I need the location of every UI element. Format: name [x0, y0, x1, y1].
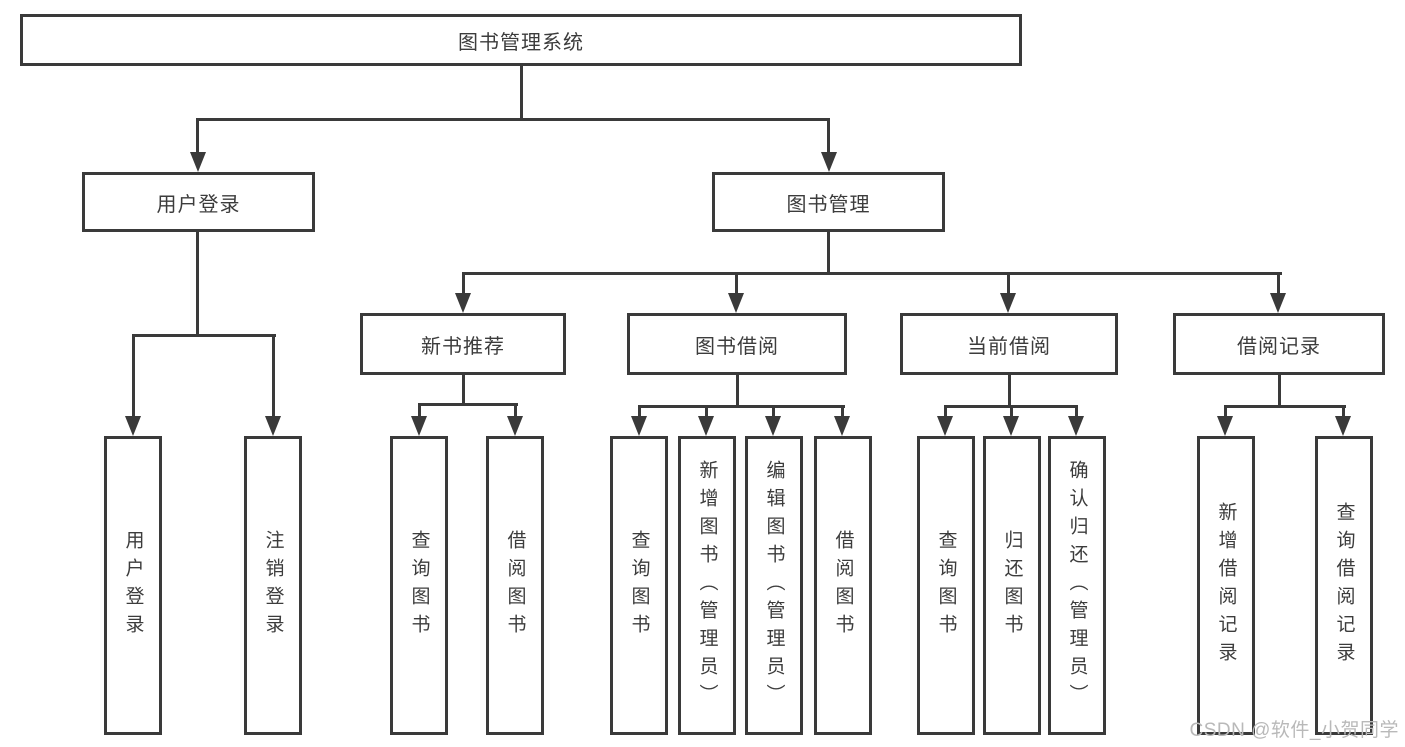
- leaf-label: 新增图书（管理员）: [696, 459, 718, 712]
- connector-recommend-rail: [418, 403, 518, 406]
- connector-to-leaf-logout: [272, 334, 275, 418]
- connector-to-record: [1277, 272, 1280, 295]
- node-borrow-record: 借阅记录: [1173, 313, 1385, 375]
- connector-leaf-stub: [772, 405, 775, 417]
- arrow-down-icon: [821, 152, 837, 172]
- node-library-system-label: 图书管理系统: [458, 31, 584, 54]
- arrow-down-icon: [698, 416, 714, 436]
- arrow-down-icon: [834, 416, 850, 436]
- arrow-down-icon: [728, 293, 744, 313]
- node-book-management-label: 图书管理: [786, 193, 871, 216]
- connector-leaf-stub: [841, 405, 844, 417]
- leaf-logout-label: 注销登录: [262, 529, 284, 642]
- leaf-logout: 注销登录: [244, 436, 302, 735]
- leaf-user-login-label: 用户登录: [122, 529, 144, 642]
- leaf-label: 归还图书: [1001, 529, 1023, 642]
- leaf-label: 查询图书: [628, 529, 650, 642]
- node-new-book-recommend: 新书推荐: [360, 313, 566, 375]
- connector-leaf-stub: [514, 403, 517, 417]
- leaf-label: 查询图书: [408, 529, 430, 642]
- connector-to-book-mgmt: [827, 118, 830, 154]
- connector-leaf-stub: [1224, 405, 1227, 417]
- leaf-edit-book-admin: 编辑图书（管理员）: [745, 436, 803, 735]
- node-new-book-recommend-label: 新书推荐: [421, 335, 505, 358]
- arrow-down-icon: [937, 416, 953, 436]
- connector-leaf-stub: [944, 405, 947, 417]
- leaf-user-login: 用户登录: [104, 436, 162, 735]
- arrow-down-icon: [507, 416, 523, 436]
- connector-mgmt-rail: [462, 272, 1282, 275]
- node-current-borrow-label: 当前借阅: [967, 335, 1051, 358]
- arrow-down-icon: [1217, 416, 1233, 436]
- leaf-query-book-current: 查询图书: [917, 436, 975, 735]
- connector-to-user-login: [196, 118, 199, 154]
- arrow-down-icon: [1335, 416, 1351, 436]
- connector-leaf-stub: [1075, 405, 1078, 417]
- node-user-login: 用户登录: [82, 172, 315, 232]
- node-book-management: 图书管理: [712, 172, 945, 232]
- node-borrow-record-label: 借阅记录: [1237, 335, 1321, 358]
- arrow-down-icon: [455, 293, 471, 313]
- arrow-down-icon: [765, 416, 781, 436]
- node-book-borrow: 图书借阅: [627, 313, 847, 375]
- connector-leaf-stub: [705, 405, 708, 417]
- connector-mgmt-stem: [827, 232, 830, 275]
- leaf-label: 查询图书: [935, 529, 957, 642]
- leaf-label: 确认归还（管理员）: [1066, 459, 1088, 712]
- connector-recommend-stem: [462, 375, 465, 406]
- connector-root-stem: [520, 66, 523, 121]
- node-library-system: 图书管理系统: [20, 14, 1022, 66]
- leaf-query-borrow-record: 查询借阅记录: [1315, 436, 1373, 735]
- leaf-borrow-book-recommend: 借阅图书: [486, 436, 544, 735]
- leaf-query-book-borrow: 查询图书: [610, 436, 668, 735]
- connector-login-stem: [196, 232, 199, 337]
- connector-to-current: [1007, 272, 1010, 295]
- connector-record-stem: [1278, 375, 1281, 408]
- arrow-down-icon: [1003, 416, 1019, 436]
- arrow-down-icon: [631, 416, 647, 436]
- leaf-query-book-recommend: 查询图书: [390, 436, 448, 735]
- arrow-down-icon: [190, 152, 206, 172]
- watermark-text: CSDN @软件_小贺同学: [1189, 720, 1399, 741]
- arrow-down-icon: [1000, 293, 1016, 313]
- connector-record-rail: [1224, 405, 1346, 408]
- connector-leaf-stub: [1342, 405, 1345, 417]
- connector-root-rail: [196, 118, 830, 121]
- arrow-down-icon: [411, 416, 427, 436]
- connector-borrow-rail: [638, 405, 845, 408]
- leaf-label: 借阅图书: [832, 529, 854, 642]
- connector-login-rail: [132, 334, 276, 337]
- node-user-login-label: 用户登录: [156, 193, 241, 216]
- arrow-down-icon: [125, 416, 141, 436]
- arrow-down-icon: [1270, 293, 1286, 313]
- leaf-add-borrow-record: 新增借阅记录: [1197, 436, 1255, 735]
- leaf-confirm-return-admin: 确认归还（管理员）: [1048, 436, 1106, 735]
- leaf-label: 查询借阅记录: [1333, 501, 1355, 670]
- node-book-borrow-label: 图书借阅: [695, 335, 779, 358]
- connector-leaf-stub: [638, 405, 641, 417]
- node-current-borrow: 当前借阅: [900, 313, 1118, 375]
- connector-borrow-stem: [736, 375, 739, 408]
- connector-to-borrow: [735, 272, 738, 295]
- leaf-label: 借阅图书: [504, 529, 526, 642]
- leaf-label: 新增借阅记录: [1215, 501, 1237, 670]
- connector-leaf-stub: [418, 403, 421, 417]
- connector-to-leaf-user-login: [132, 334, 135, 418]
- connector-to-recommend: [462, 272, 465, 295]
- connector-current-stem: [1008, 375, 1011, 408]
- connector-leaf-stub: [1010, 405, 1013, 417]
- leaf-return-book: 归还图书: [983, 436, 1041, 735]
- arrow-down-icon: [265, 416, 281, 436]
- leaf-label: 编辑图书（管理员）: [763, 459, 785, 712]
- leaf-add-book-admin: 新增图书（管理员）: [678, 436, 736, 735]
- leaf-borrow-book: 借阅图书: [814, 436, 872, 735]
- arrow-down-icon: [1068, 416, 1084, 436]
